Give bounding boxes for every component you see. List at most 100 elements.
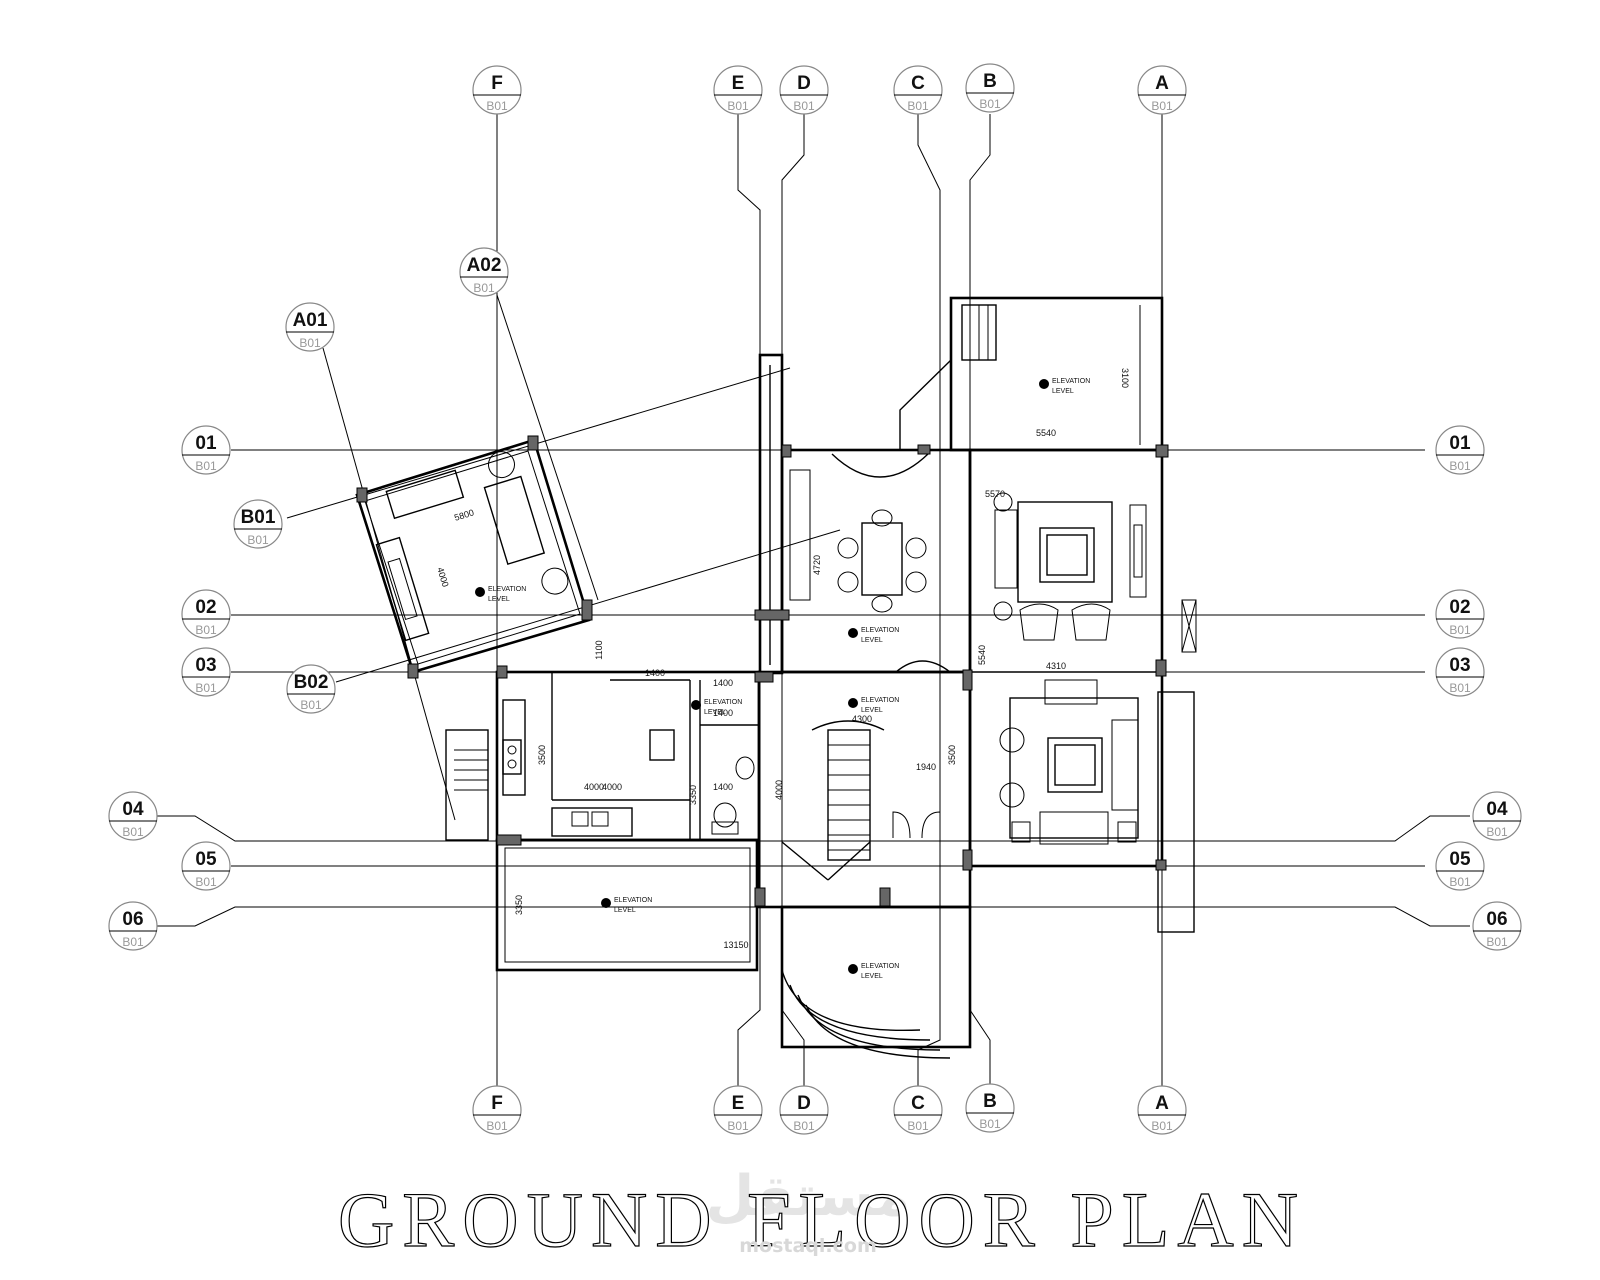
- svg-text:A: A: [1155, 1093, 1169, 1114]
- svg-text:05: 05: [195, 849, 217, 870]
- svg-text:B01: B01: [122, 935, 144, 949]
- svg-text:F: F: [491, 73, 503, 94]
- svg-text:B01: B01: [793, 99, 815, 113]
- svg-text:03: 03: [1449, 655, 1470, 676]
- dim-text: 3350: [688, 785, 698, 805]
- grid-lines: [156, 114, 1470, 1088]
- svg-text:LEVEL: LEVEL: [704, 709, 726, 716]
- svg-text:B01: B01: [299, 336, 321, 350]
- dim-text: 1400: [713, 782, 733, 792]
- svg-text:E: E: [732, 1093, 745, 1114]
- dim-text: 1400: [645, 668, 665, 678]
- svg-text:E: E: [732, 73, 745, 94]
- dim-text: 3500: [947, 745, 957, 765]
- svg-text:B01: B01: [195, 459, 217, 473]
- svg-text:LEVEL: LEVEL: [861, 637, 883, 644]
- svg-text:05: 05: [1449, 849, 1471, 870]
- svg-text:01: 01: [1449, 433, 1471, 454]
- svg-text:B01: B01: [1449, 875, 1471, 889]
- svg-text:C: C: [911, 73, 925, 94]
- svg-text:B01: B01: [907, 99, 929, 113]
- dim-text: 4000: [774, 780, 784, 800]
- svg-text:B01: B01: [195, 875, 217, 889]
- svg-text:D: D: [797, 1093, 811, 1114]
- svg-text:B: B: [983, 71, 997, 92]
- svg-text:A01: A01: [293, 310, 328, 331]
- dim-text: 4000: [602, 782, 622, 792]
- elevation-marker: ELEVATION LEVEL: [848, 627, 899, 644]
- elevation-marker: ELEVATION LEVEL: [691, 699, 742, 716]
- svg-text:B02: B02: [294, 672, 329, 693]
- svg-text:B01: B01: [247, 533, 269, 547]
- dim-text: 4000: [435, 566, 450, 588]
- svg-text:B01: B01: [727, 1119, 749, 1133]
- svg-text:F: F: [491, 1093, 503, 1114]
- dim-text: 5800: [453, 507, 475, 522]
- grid-bubble-f-bottom: F B01: [472, 1085, 522, 1135]
- svg-text:B01: B01: [241, 507, 276, 528]
- svg-text:ELEVATION: ELEVATION: [704, 699, 742, 706]
- svg-text:B: B: [983, 1091, 997, 1112]
- dim-text: 5540: [977, 645, 987, 665]
- svg-text:B01: B01: [486, 1119, 508, 1133]
- drawing-title: GROUND FLOOR PLAN: [338, 1176, 1306, 1263]
- svg-text:02: 02: [195, 597, 216, 618]
- svg-text:LEVEL: LEVEL: [488, 596, 510, 603]
- svg-text:03: 03: [195, 655, 216, 676]
- svg-text:LEVEL: LEVEL: [614, 907, 636, 914]
- svg-text:B01: B01: [1449, 623, 1471, 637]
- dim-text: 4000: [584, 782, 604, 792]
- dim-text: 4720: [812, 555, 822, 575]
- dim-text: 3350: [514, 895, 524, 915]
- svg-text:ELEVATION: ELEVATION: [1052, 378, 1090, 385]
- dim-text: 13150: [723, 940, 748, 950]
- dimension-labels: 5800 4000 3100 5540 5570 4720 5540 4310 …: [435, 368, 1130, 950]
- svg-text:LEVEL: LEVEL: [861, 973, 883, 980]
- svg-text:04: 04: [1486, 799, 1508, 820]
- elevation-marker: ELEVATION LEVEL: [1039, 378, 1090, 395]
- svg-text:B01: B01: [1486, 825, 1508, 839]
- svg-text:B01: B01: [300, 698, 322, 712]
- structural-columns: [356, 435, 1169, 907]
- dim-text: 5570: [985, 489, 1005, 499]
- svg-text:B01: B01: [793, 1119, 815, 1133]
- elevation-markers: ELEVATION LEVEL ELEVATION LEVEL ELEVATIO…: [475, 378, 1090, 980]
- svg-text:ELEVATION: ELEVATION: [861, 627, 899, 634]
- grid-bubble-e-bottom: E B01: [713, 1085, 763, 1135]
- svg-text:B01: B01: [1486, 935, 1508, 949]
- svg-text:B01: B01: [979, 1117, 1001, 1131]
- svg-text:04: 04: [122, 799, 144, 820]
- watermark-text: mostaql.com: [739, 1235, 877, 1257]
- watermark-arabic: مستقل: [706, 1164, 911, 1229]
- svg-text:02: 02: [1449, 597, 1470, 618]
- grid-bubble-d-bottom: D B01: [779, 1085, 829, 1135]
- svg-text:B01: B01: [907, 1119, 929, 1133]
- svg-text:ELEVATION: ELEVATION: [861, 963, 899, 970]
- dim-text: 1100: [594, 640, 604, 659]
- dim-text: 3500: [537, 745, 547, 765]
- dim-text: 4300: [852, 714, 872, 724]
- svg-text:LEVEL: LEVEL: [1052, 388, 1074, 395]
- dim-text: 1400: [713, 708, 733, 718]
- svg-text:A02: A02: [467, 255, 502, 276]
- svg-text:B01: B01: [1449, 459, 1471, 473]
- svg-text:06: 06: [122, 909, 143, 930]
- svg-text:B01: B01: [122, 825, 144, 839]
